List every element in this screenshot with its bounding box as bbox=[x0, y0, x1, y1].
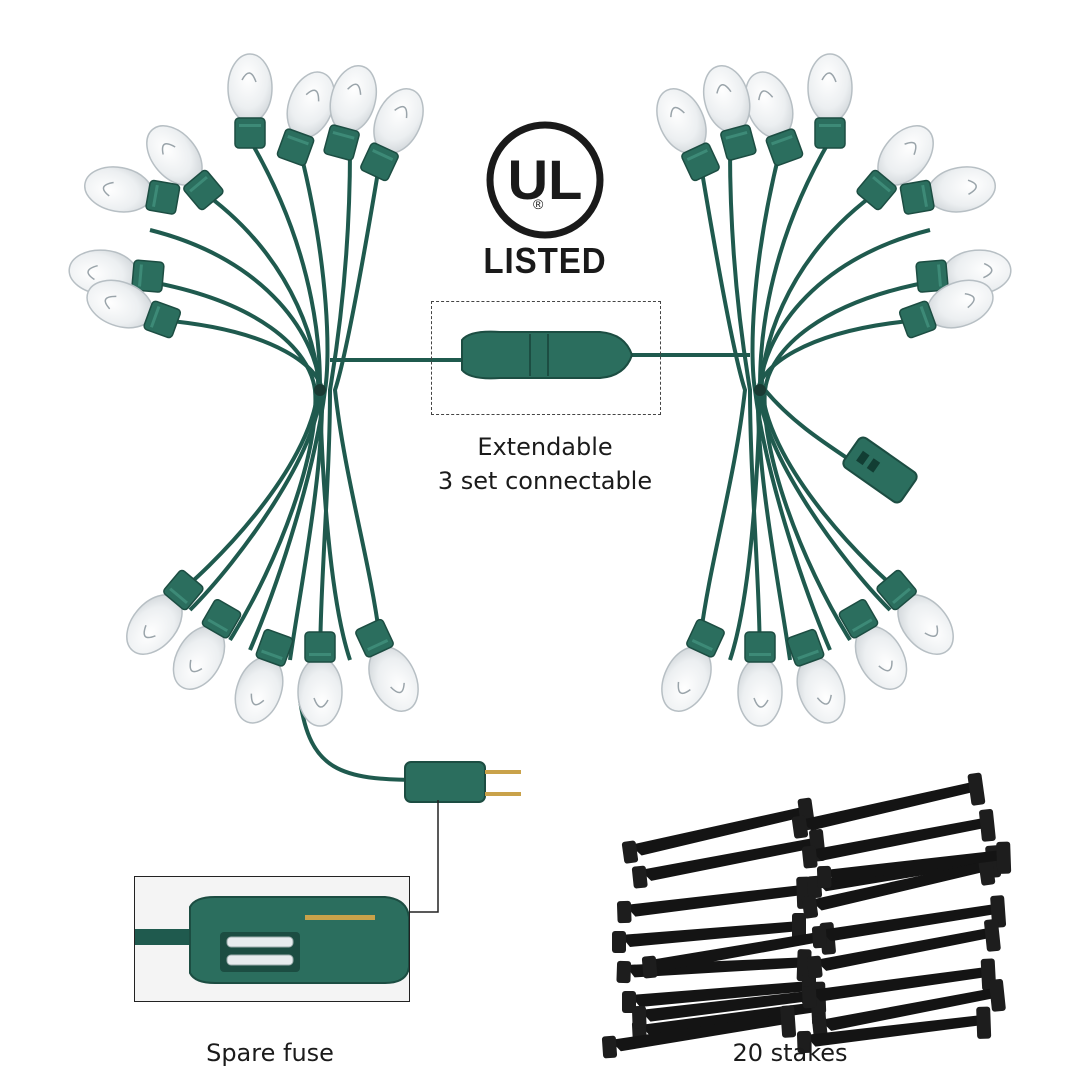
left-light-string bbox=[66, 53, 521, 913]
registered-mark: ® bbox=[533, 196, 544, 212]
stakes-caption: 20 stakes bbox=[732, 1039, 848, 1067]
connector-highlight-box bbox=[431, 301, 661, 415]
ul-mark: UL bbox=[507, 148, 583, 211]
extendable-line1: Extendable bbox=[477, 433, 613, 461]
stakes-bundle bbox=[600, 772, 1012, 1059]
middle-connector bbox=[461, 330, 634, 380]
ul-logo bbox=[486, 121, 604, 239]
right-light-string bbox=[630, 53, 1014, 731]
spare-fuse-inset bbox=[134, 876, 410, 1002]
ul-listed-text: LISTED bbox=[483, 240, 607, 281]
fuse-plug-closeup bbox=[135, 877, 409, 1001]
extendable-line2: 3 set connectable bbox=[437, 467, 653, 495]
extendable-caption: Extendable 3 set connectable bbox=[420, 430, 670, 498]
spare-fuse-caption: Spare fuse bbox=[206, 1039, 334, 1067]
